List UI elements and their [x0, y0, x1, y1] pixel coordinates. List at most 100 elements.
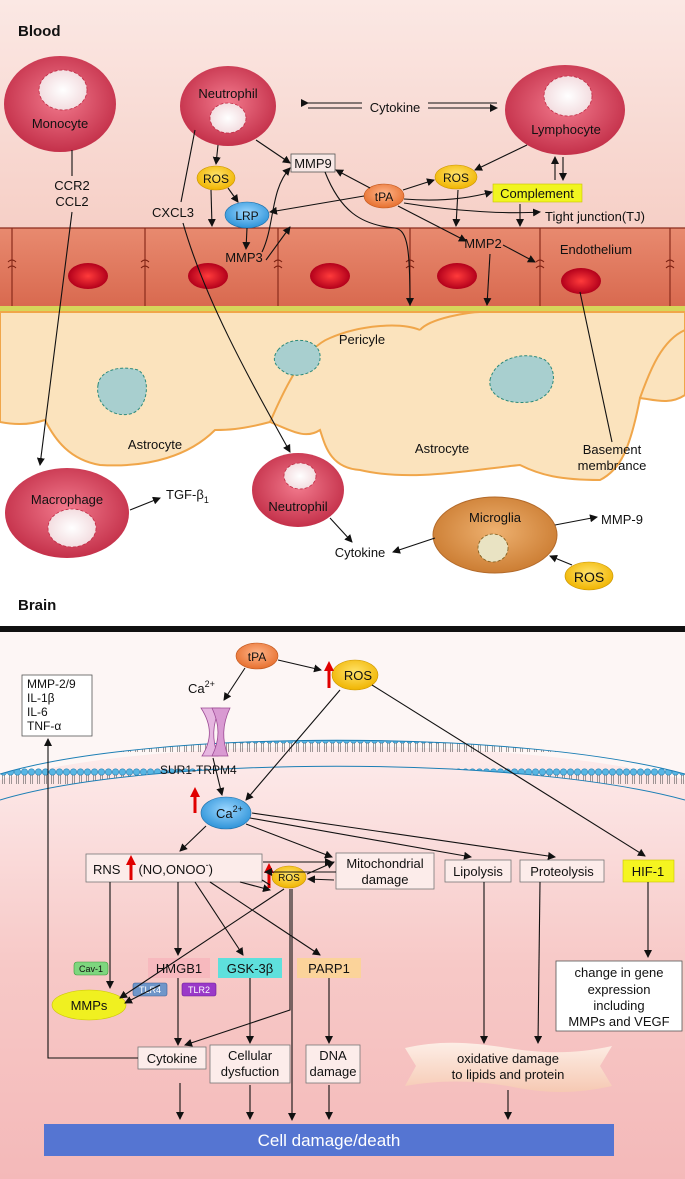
- basement-membrane: [0, 306, 685, 311]
- endothelial-nucleus: [310, 263, 350, 289]
- svg-text:PARP1: PARP1: [308, 961, 350, 976]
- monocyte-label: Monocyte: [32, 116, 88, 131]
- endothelial-nucleus: [68, 263, 108, 289]
- svg-text:ROS: ROS: [443, 171, 469, 185]
- lymphocyte-label: Lymphocyte: [531, 122, 601, 137]
- lipolysis-box: Lipolysis: [444, 859, 512, 883]
- top-arrows: [40, 99, 613, 566]
- svg-text:DNA: DNA: [319, 1048, 347, 1063]
- oxidative-damage-banner: oxidative damage to lipids and protein: [405, 1042, 612, 1092]
- pericyte-nucleus-1: [97, 367, 147, 416]
- sur1-trpm4-channel: [200, 707, 231, 757]
- cellular-box: Cellular dysfuction: [209, 1044, 291, 1084]
- tlr2-tag: TLR2: [181, 982, 217, 997]
- svg-text:IL-1β: IL-1β: [27, 691, 55, 705]
- svg-text:Ca2+: Ca2+: [216, 804, 243, 821]
- microglia-label: Microglia: [469, 510, 522, 525]
- lymphocyte-cell: Lymphocyte: [505, 65, 625, 155]
- rns-box: RNS(NO,ONOO-): [85, 853, 263, 883]
- svg-text:RNS(NO,ONOO-): RNS(NO,ONOO-): [93, 860, 213, 877]
- ccl2-label: CCL2: [55, 194, 88, 209]
- svg-text:damage: damage: [310, 1064, 357, 1079]
- cell-membrane: [0, 740, 685, 800]
- ros-top-node: ROS: [331, 659, 379, 691]
- lrp-node: LRP: [224, 201, 270, 229]
- gsk-box: GSK-3β: [218, 958, 282, 978]
- svg-text:oxidative damage: oxidative damage: [457, 1051, 559, 1066]
- mmp3-label: MMP3: [225, 250, 263, 265]
- svg-text:Cellular: Cellular: [228, 1048, 273, 1063]
- cytokine-box: Cytokine: [137, 1046, 207, 1070]
- svg-text:MMP9: MMP9: [294, 156, 332, 171]
- svg-text:ROS: ROS: [278, 873, 300, 884]
- pericyte-label: Pericyle: [339, 332, 385, 347]
- ca-top-label: Ca2+: [188, 679, 215, 696]
- svg-text:dysfuction: dysfuction: [221, 1064, 280, 1079]
- neutrophil-brain-label: Neutrophil: [268, 499, 327, 514]
- tpa-top-node: tPA: [363, 183, 405, 209]
- bottom-panel: SUR1-TRPM4 tPA ROS Ca2+ MMP-2/9 IL-1β IL…: [0, 632, 685, 1179]
- cytokine-brain-label: Cytokine: [335, 545, 386, 560]
- monocyte-cell: Monocyte: [4, 56, 116, 152]
- tlr4-tag: TLR4: [132, 982, 168, 997]
- svg-text:Complement: Complement: [500, 186, 574, 201]
- ca-mid-node: Ca2+: [200, 796, 252, 830]
- neutrophil-top-cell: Neutrophil: [180, 66, 276, 146]
- macrophage-label: Macrophage: [31, 492, 103, 507]
- channel-label: SUR1-TRPM4: [160, 763, 237, 777]
- cell-death-label: Cell damage/death: [258, 1131, 401, 1150]
- svg-text:ROS: ROS: [203, 172, 229, 186]
- tpa-node: tPA: [235, 642, 279, 670]
- svg-text:LRP: LRP: [235, 209, 258, 223]
- svg-text:ROS: ROS: [574, 569, 604, 585]
- parp1-box: PARP1: [297, 958, 361, 978]
- ros-mid-node: ROS: [271, 865, 307, 889]
- tight-junction-label: Tight junction(TJ): [545, 209, 645, 224]
- complement-node: Complement: [492, 183, 583, 203]
- astrocyte-tissue: [0, 311, 685, 482]
- svg-text:Mitochondrial: Mitochondrial: [346, 856, 423, 871]
- endothelial-nucleus: [188, 263, 228, 289]
- mmp2-label: MMP2: [464, 236, 502, 251]
- hif-box: HIF-1: [622, 859, 675, 883]
- svg-text:TNF-α: TNF-α: [27, 719, 61, 733]
- mito-box: Mitochondrial damage: [335, 852, 435, 890]
- ros-left-node: ROS: [196, 165, 236, 191]
- cxcl3-label: CXCL3: [152, 205, 194, 220]
- svg-text:tPA: tPA: [375, 190, 393, 204]
- svg-text:MMPs and VEGF: MMPs and VEGF: [568, 1014, 669, 1029]
- panel-divider: [0, 626, 685, 632]
- astrocyte-right-label: Astrocyte: [415, 441, 469, 456]
- svg-text:MMP-2/9: MMP-2/9: [27, 677, 76, 691]
- ros-right-node: ROS: [434, 164, 478, 190]
- endothelium-label: Endothelium: [560, 242, 632, 257]
- pericyte-nucleus-2: [273, 339, 321, 376]
- svg-text:Cav-1: Cav-1: [79, 964, 103, 974]
- svg-text:to lipids and protein: to lipids and protein: [452, 1067, 565, 1082]
- svg-text:GSK-3β: GSK-3β: [227, 961, 274, 976]
- membrane-outer: [0, 739, 685, 775]
- microglia-cell: Microglia: [432, 496, 558, 574]
- mmp9-microglia-label: MMP-9: [601, 512, 643, 527]
- svg-text:Cytokine: Cytokine: [147, 1051, 198, 1066]
- basement-label-1: Basement: [583, 442, 642, 457]
- svg-text:MMPs: MMPs: [71, 998, 108, 1013]
- svg-text:including: including: [593, 998, 644, 1013]
- mmp9-box: MMP9: [290, 153, 336, 173]
- bottom-arrows: [44, 659, 652, 1121]
- mediators-box: MMP-2/9 IL-1β IL-6 TNF-α: [21, 674, 93, 737]
- tight-junction-marks: [7, 259, 675, 269]
- endothelial-nucleus: [561, 268, 601, 294]
- ccr2-label: CCR2: [54, 178, 89, 193]
- svg-text:tPA: tPA: [248, 650, 266, 664]
- ros-microglia-node: ROS: [564, 561, 614, 591]
- macrophage-cell: Macrophage: [5, 468, 129, 558]
- astrocyte-divider-3: [639, 329, 685, 399]
- membrane-inner: [0, 765, 685, 801]
- svg-text:Lipolysis: Lipolysis: [453, 864, 503, 879]
- svg-text:damage: damage: [362, 872, 409, 887]
- svg-text:Proteolysis: Proteolysis: [530, 864, 594, 879]
- svg-text:HIF-1: HIF-1: [632, 864, 665, 879]
